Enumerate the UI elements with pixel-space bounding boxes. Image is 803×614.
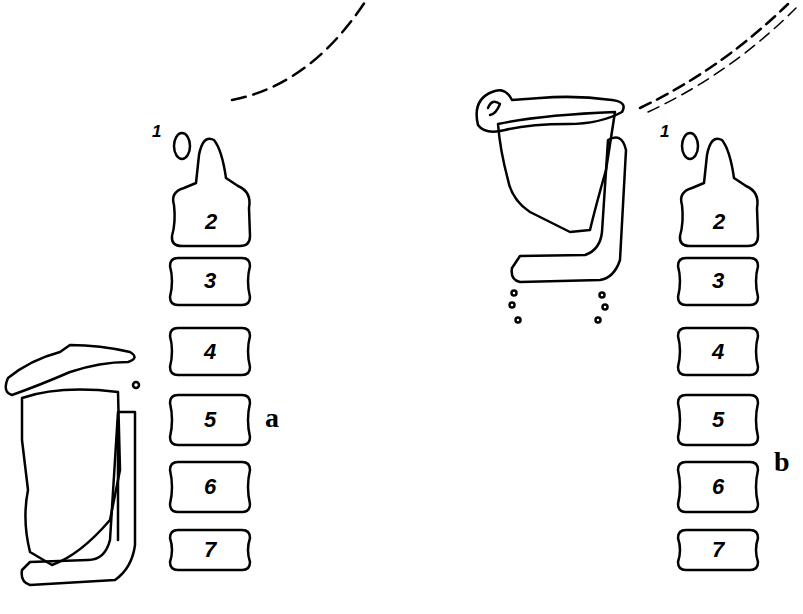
vertebra-number: 3 <box>712 270 724 292</box>
vertebra-number: 4 <box>204 341 216 363</box>
vertebra-number: 6 <box>204 476 216 498</box>
vertebra-number: 3 <box>204 270 216 292</box>
skull-base-line <box>640 4 788 108</box>
larynx-adult <box>6 345 139 585</box>
vertebra-number: 7 <box>204 539 216 561</box>
cervical-spine <box>678 133 758 570</box>
skull-base-line <box>232 2 365 100</box>
vertebra-number: 7 <box>712 539 724 561</box>
skull-base-line <box>648 8 796 112</box>
panel-letter: b <box>774 448 790 476</box>
larynx-infant <box>477 90 626 322</box>
vertebra-number: 1 <box>152 123 161 140</box>
vertebra-number: 5 <box>204 409 216 431</box>
vertebra-number: 5 <box>712 409 724 431</box>
vertebra-number: 2 <box>713 211 725 233</box>
panel-letter: a <box>265 404 279 432</box>
vertebra-number: 6 <box>712 476 724 498</box>
vertebra-number: 2 <box>205 211 217 233</box>
vertebra-number: 4 <box>712 341 724 363</box>
cervical-spine <box>170 133 250 570</box>
vertebra-number: 1 <box>660 123 669 140</box>
